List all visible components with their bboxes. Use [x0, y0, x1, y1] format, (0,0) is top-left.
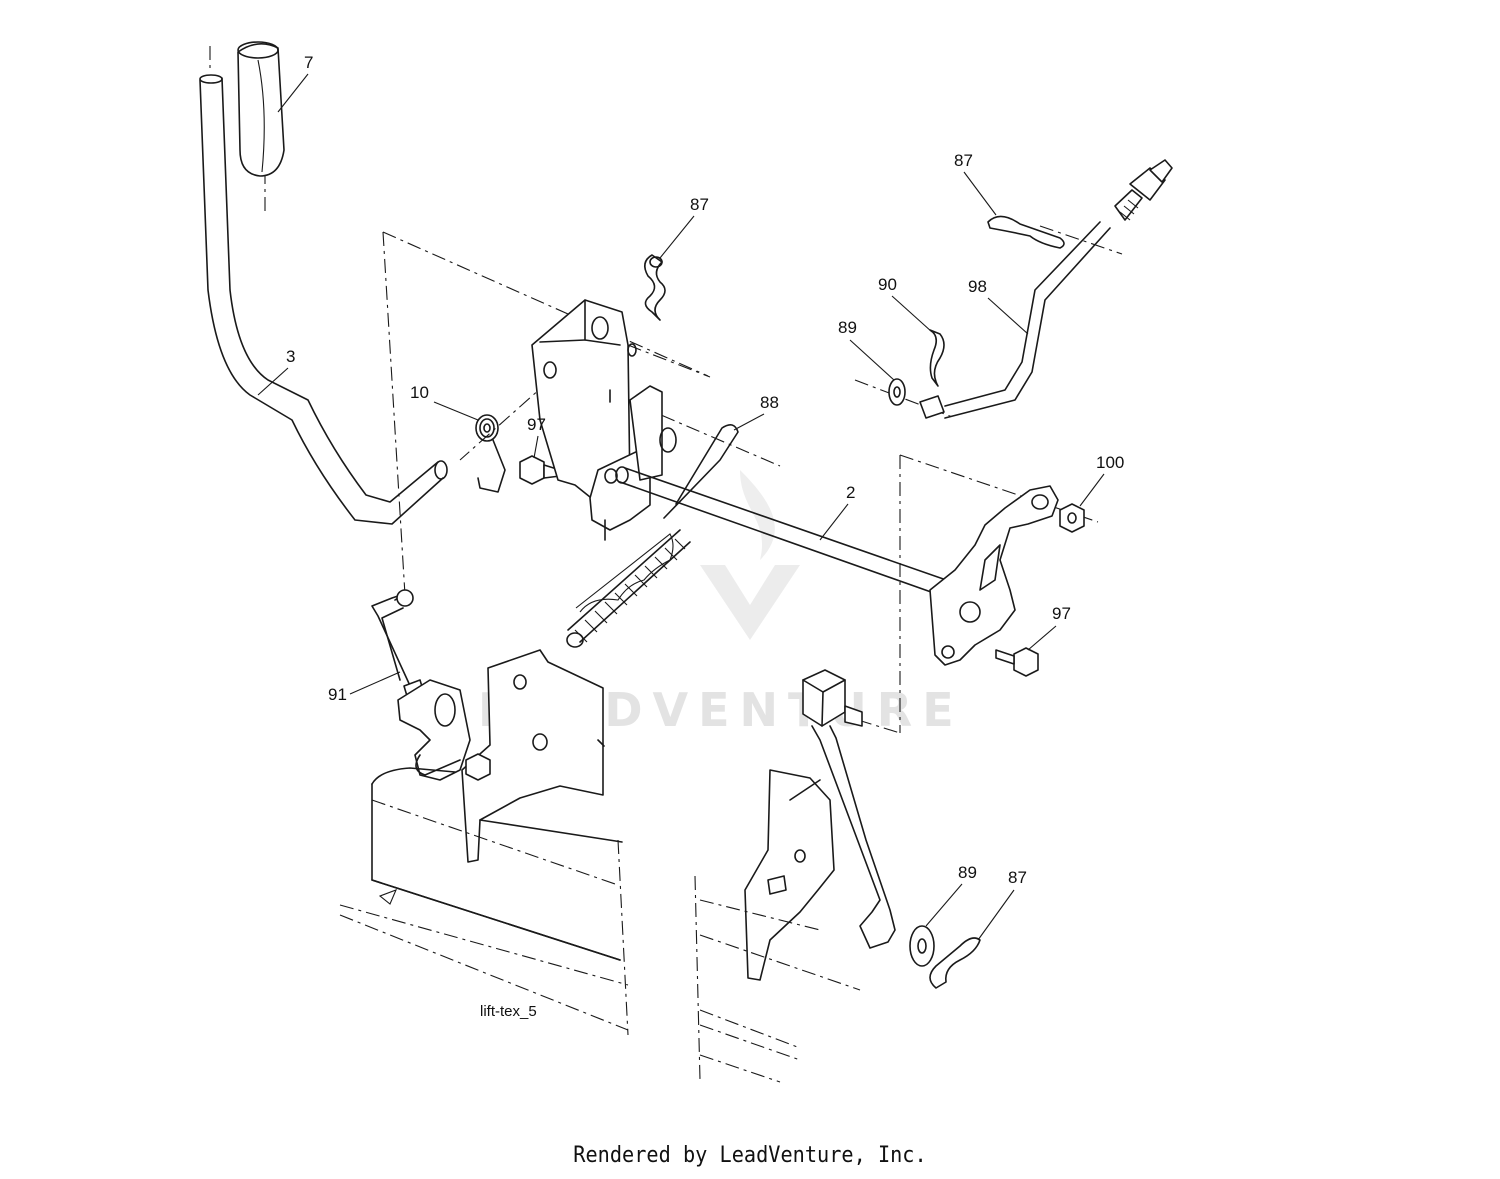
footer-credit: Rendered by LeadVenture, Inc.	[573, 1143, 927, 1168]
figure-tag: lift-tex_5	[480, 1003, 537, 1020]
callouts: 7 3 10 97 87 88 87 90 98 89 100 2 97 91 …	[257, 53, 1124, 941]
right-lift-link	[802, 669, 896, 949]
callout-100: 100	[1096, 453, 1124, 472]
callout-2: 2	[846, 483, 855, 502]
washer-part-89-lower	[909, 925, 935, 967]
nut-part-100	[1059, 503, 1085, 533]
callout-87-rod: 87	[954, 151, 973, 170]
callout-10: 10	[410, 383, 429, 402]
right-lift-arm	[929, 485, 1059, 666]
callout-89-lower: 89	[958, 863, 977, 882]
extension-spring-part-88	[566, 424, 739, 648]
hairpin-clip-part-87-bracket	[644, 254, 666, 321]
handle-grip-part-7	[237, 41, 285, 177]
right-deck-body	[694, 875, 861, 1083]
callout-89-upper: 89	[838, 318, 857, 337]
torsion-spring-part-10	[475, 414, 506, 493]
left-deck-body	[339, 767, 629, 1036]
hairpin-clip-part-87-rod	[987, 215, 1065, 249]
callout-88: 88	[760, 393, 779, 412]
callout-7: 7	[304, 53, 313, 72]
lift-lever-part-3	[199, 74, 448, 525]
callout-87-bracket: 87	[690, 195, 709, 214]
cross-shaft-part-2	[615, 466, 953, 599]
lift-bracket	[531, 299, 677, 541]
callout-87-lower: 87	[1008, 868, 1027, 887]
callout-98: 98	[968, 277, 987, 296]
callout-97-lower: 97	[1052, 604, 1071, 623]
callout-90: 90	[878, 275, 897, 294]
washer-part-89-upper	[888, 378, 906, 406]
bolt-part-97-lower	[995, 647, 1039, 677]
lift-link-rod-part-98	[919, 159, 1173, 419]
callout-3: 3	[286, 347, 295, 366]
callout-91: 91	[328, 685, 347, 704]
right-deck-bracket	[744, 769, 835, 981]
callout-97-upper: 97	[527, 415, 546, 434]
hairpin-clip-part-90	[929, 329, 945, 387]
left-deck-bracket	[397, 649, 605, 863]
hairpin-clip-part-87-lower	[929, 937, 981, 989]
